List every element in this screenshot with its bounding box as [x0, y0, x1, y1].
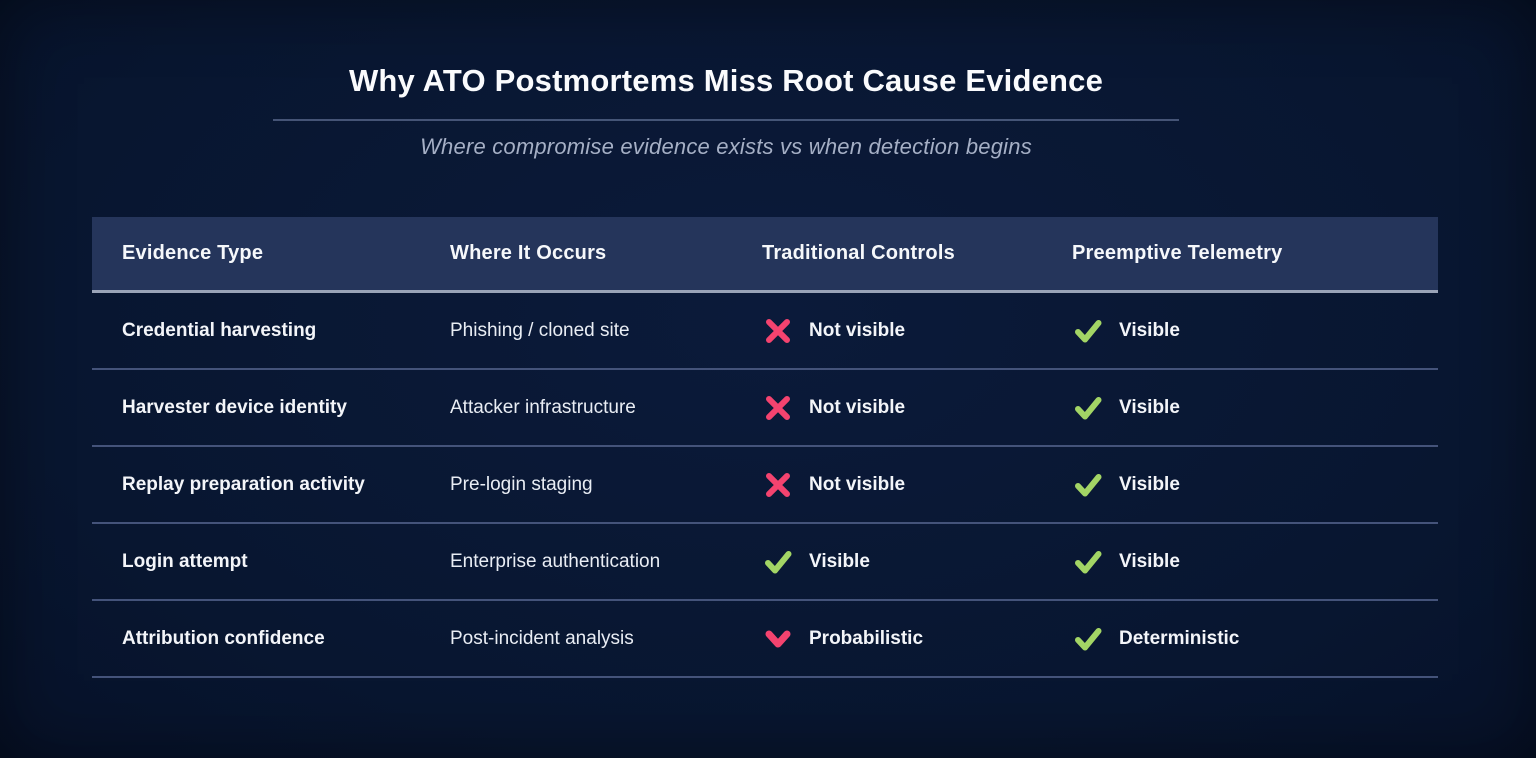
check-icon — [1072, 546, 1104, 578]
title-block: Why ATO Postmortems Miss Root Cause Evid… — [273, 62, 1179, 161]
chevron-down-icon — [762, 623, 794, 655]
preemptive-telemetry-cell: Deterministic — [1072, 623, 1438, 655]
title-divider — [273, 119, 1179, 121]
evidence-type-cell: Login attempt — [122, 550, 248, 572]
where-it-occurs-cell: Pre-login staging — [450, 473, 593, 495]
table-header-row: Evidence Type Where It Occurs Traditiona… — [92, 217, 1438, 293]
page-subtitle: Where compromise evidence exists vs when… — [420, 134, 1032, 159]
x-icon — [762, 469, 794, 501]
status-label: Visible — [809, 550, 870, 572]
preemptive-telemetry-cell: Visible — [1072, 392, 1438, 424]
page-title: Why ATO Postmortems Miss Root Cause Evid… — [348, 63, 1104, 98]
status-label: Visible — [1119, 550, 1180, 572]
traditional-controls-cell: Probabilistic — [762, 623, 1072, 655]
status-label: Visible — [1119, 473, 1180, 495]
evidence-type-cell: Credential harvesting — [122, 319, 317, 341]
table-row: Replay preparation activity Pre-login st… — [92, 447, 1438, 524]
table-row: Attribution confidence Post-incident ana… — [92, 601, 1438, 678]
evidence-type-cell: Harvester device identity — [122, 396, 347, 418]
status-label: Probabilistic — [809, 627, 924, 649]
where-it-occurs-cell: Post-incident analysis — [450, 627, 634, 649]
status-label: Not visible — [809, 396, 906, 418]
status-label: Not visible — [809, 473, 906, 495]
check-icon — [1072, 623, 1104, 655]
x-icon — [762, 392, 794, 424]
status-label: Visible — [1119, 319, 1180, 341]
check-icon — [762, 546, 794, 578]
evidence-type-cell: Replay preparation activity — [122, 473, 365, 495]
preemptive-telemetry-cell: Visible — [1072, 546, 1438, 578]
header-where-it-occurs: Where It Occurs — [450, 242, 607, 264]
table-row: Harvester device identity Attacker infra… — [92, 370, 1438, 447]
x-icon — [762, 315, 794, 347]
check-icon — [1072, 469, 1104, 501]
header-preemptive-telemetry: Preemptive Telemetry — [1072, 242, 1283, 264]
evidence-type-cell: Attribution confidence — [122, 627, 325, 649]
header-traditional-controls: Traditional Controls — [762, 242, 955, 264]
status-label: Visible — [1119, 396, 1180, 418]
traditional-controls-cell: Visible — [762, 546, 1072, 578]
header-evidence-type: Evidence Type — [122, 242, 264, 264]
preemptive-telemetry-cell: Visible — [1072, 469, 1438, 501]
preemptive-telemetry-cell: Visible — [1072, 315, 1438, 347]
table-row: Credential harvesting Phishing / cloned … — [92, 293, 1438, 370]
check-icon — [1072, 315, 1104, 347]
where-it-occurs-cell: Attacker infrastructure — [450, 396, 636, 418]
status-label: Not visible — [809, 319, 906, 341]
table-row: Login attempt Enterprise authentication … — [92, 524, 1438, 601]
traditional-controls-cell: Not visible — [762, 392, 1072, 424]
comparison-table: Evidence Type Where It Occurs Traditiona… — [92, 217, 1438, 678]
where-it-occurs-cell: Phishing / cloned site — [450, 319, 630, 341]
check-icon — [1072, 392, 1104, 424]
status-label: Deterministic — [1119, 627, 1240, 649]
traditional-controls-cell: Not visible — [762, 315, 1072, 347]
where-it-occurs-cell: Enterprise authentication — [450, 550, 661, 572]
traditional-controls-cell: Not visible — [762, 469, 1072, 501]
